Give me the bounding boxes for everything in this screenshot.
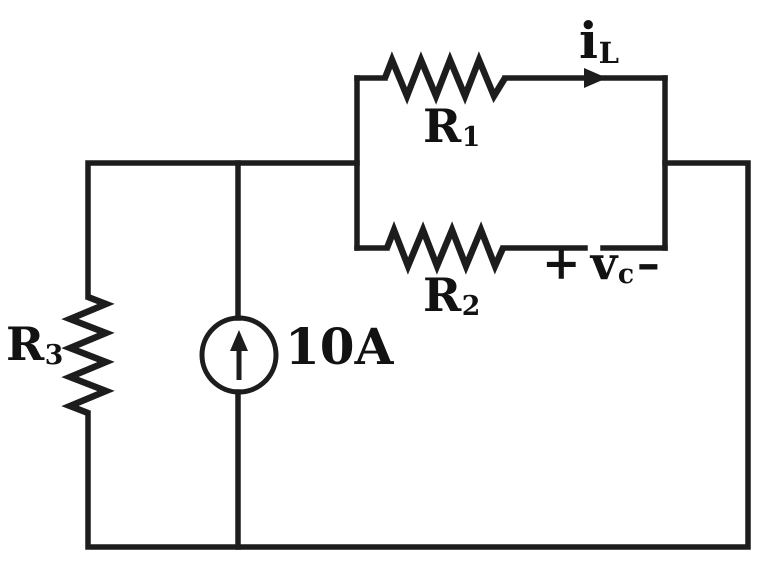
label-r2-main: R (423, 268, 462, 322)
label-r3-main: R (6, 317, 45, 371)
label-r1-sub: 1 (461, 122, 481, 154)
label-il-sub: L (598, 35, 619, 70)
resistor-r1 (381, 51, 508, 105)
label-vc-sub: c (617, 259, 635, 291)
label-r3-sub: 3 (44, 340, 64, 372)
wire-top-left (85, 160, 360, 300)
label-r2-sub: 2 (461, 291, 481, 323)
current-direction-arrow-icon (584, 68, 607, 88)
current-source-value: 10A (285, 317, 394, 376)
label-r1-main: R (423, 99, 462, 153)
label-vc-minus: – (636, 236, 660, 290)
label-vc-plus: + (542, 236, 581, 290)
label-il-main: i (579, 11, 598, 70)
label-r3: R3 (6, 321, 63, 369)
current-source-arrow-icon (230, 330, 248, 351)
label-r1: R1 (423, 103, 480, 151)
current-source-circle (199, 315, 279, 395)
label-current-source-value: 10A (285, 322, 393, 372)
label-r2: R2 (423, 272, 480, 320)
resistor-r3 (61, 293, 115, 417)
wire-outer-loop (85, 160, 751, 550)
label-vc-main: v (590, 236, 618, 290)
resistor-r2 (383, 221, 506, 275)
label-capacitor-voltage: +vc– (542, 240, 660, 288)
label-inductor-current: iL (579, 16, 619, 68)
